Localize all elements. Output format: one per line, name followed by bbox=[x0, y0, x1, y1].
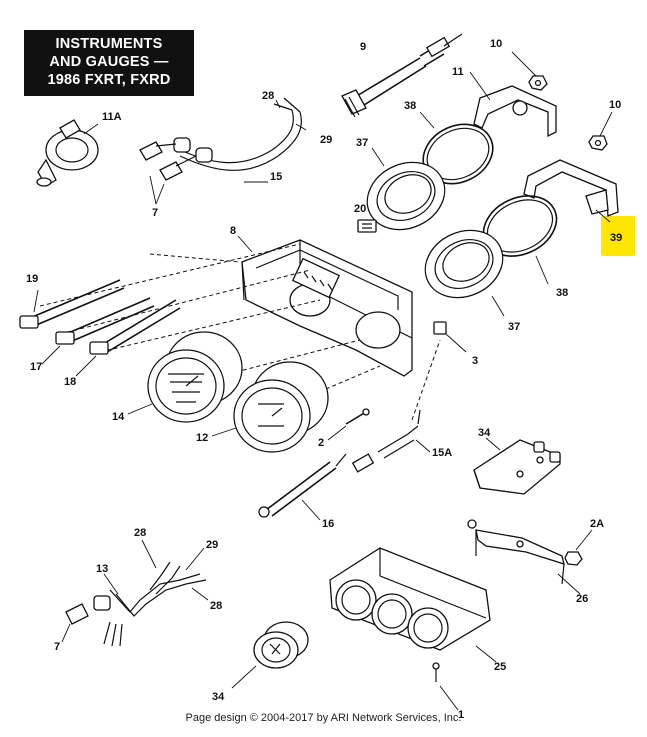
label-part-19: 19 bbox=[26, 273, 38, 285]
label-part-28-right: 28 bbox=[210, 600, 222, 612]
label-part-14: 14 bbox=[112, 411, 125, 423]
cable-15a-drawing bbox=[351, 409, 431, 473]
speedometer-cable-drawing bbox=[341, 33, 463, 118]
title-line-2: AND GAUGES — bbox=[49, 54, 169, 70]
bracket-39-drawing bbox=[523, 159, 619, 223]
screw-1-drawing bbox=[432, 662, 459, 711]
label-part-34-lower: 34 bbox=[212, 691, 225, 703]
bulb-sockets-drawing bbox=[19, 279, 181, 377]
nut-2a-drawing bbox=[564, 529, 593, 566]
label-part-15a: 15A bbox=[432, 447, 452, 459]
label-part-3: 3 bbox=[472, 355, 478, 367]
title-line-3: 1986 FXRT, FXRD bbox=[47, 72, 171, 88]
nut-drawing bbox=[511, 51, 548, 91]
label-part-18: 18 bbox=[64, 376, 76, 388]
wire-harness-15-drawing bbox=[139, 97, 307, 205]
cable-16-drawing bbox=[258, 453, 347, 521]
clip-3-drawing bbox=[433, 321, 467, 353]
label-part-10-right: 10 bbox=[609, 99, 621, 111]
screw-2-drawing bbox=[327, 408, 370, 441]
page-footer: Page design © 2004-2017 by ARI Network S… bbox=[185, 712, 462, 724]
label-part-16: 16 bbox=[322, 518, 334, 530]
clip-20-drawing bbox=[357, 219, 377, 233]
nut-right-drawing bbox=[588, 111, 613, 151]
label-part-20: 20 bbox=[354, 203, 366, 215]
gauge-housing-25-drawing bbox=[329, 547, 497, 663]
label-part-11a: 11A bbox=[102, 111, 122, 123]
label-part-34-upper: 34 bbox=[478, 427, 491, 439]
label-part-28-lower: 28 bbox=[134, 527, 146, 539]
label-part-25: 25 bbox=[494, 661, 506, 673]
wire-harness-13-drawing bbox=[61, 539, 209, 647]
sending-unit-drawing bbox=[36, 119, 99, 187]
label-part-26: 26 bbox=[576, 593, 588, 605]
instrument-housing-drawing bbox=[237, 235, 413, 377]
label-part-15: 15 bbox=[270, 171, 282, 183]
label-part-2a: 2A bbox=[590, 518, 604, 530]
label-part-8: 8 bbox=[230, 225, 236, 237]
label-part-7-lower: 7 bbox=[54, 641, 60, 653]
label-part-9: 9 bbox=[360, 41, 366, 53]
gauge-12-drawing bbox=[211, 361, 329, 453]
label-part-1: 1 bbox=[458, 709, 464, 721]
label-part-29: 29 bbox=[320, 134, 332, 146]
part-39-highlight bbox=[601, 216, 635, 256]
label-part-38-upper: 38 bbox=[404, 100, 416, 112]
label-part-37-upper: 37 bbox=[356, 137, 368, 149]
bracket-34-drawing bbox=[473, 437, 561, 495]
indicator-34-drawing bbox=[231, 621, 309, 689]
label-part-39: 39 bbox=[610, 232, 622, 244]
diagram-title-box: INSTRUMENTS AND GAUGES — 1986 FXRT, FXRD bbox=[24, 30, 194, 96]
label-part-10: 10 bbox=[490, 38, 502, 50]
label-part-38-lower: 38 bbox=[556, 287, 568, 299]
label-part-11: 11 bbox=[452, 66, 464, 78]
label-part-7-upper: 7 bbox=[152, 207, 158, 219]
gauge-14-drawing bbox=[127, 331, 243, 423]
label-part-12: 12 bbox=[196, 432, 208, 444]
callout-labels: 9 10 11 10 11A 28 29 38 37 15 7 20 39 8 … bbox=[26, 38, 622, 721]
bezel-rings-lower-drawing bbox=[424, 195, 558, 317]
label-part-29-lower: 29 bbox=[206, 539, 218, 551]
label-part-13: 13 bbox=[96, 563, 108, 575]
label-part-28: 28 bbox=[262, 90, 274, 102]
label-part-37-lower: 37 bbox=[508, 321, 520, 333]
label-part-2: 2 bbox=[318, 437, 324, 449]
bezel-rings-upper-drawing bbox=[366, 111, 494, 231]
bracket-26-drawing bbox=[467, 519, 581, 595]
label-part-17: 17 bbox=[30, 361, 42, 373]
title-line-1: INSTRUMENTS bbox=[55, 36, 163, 52]
